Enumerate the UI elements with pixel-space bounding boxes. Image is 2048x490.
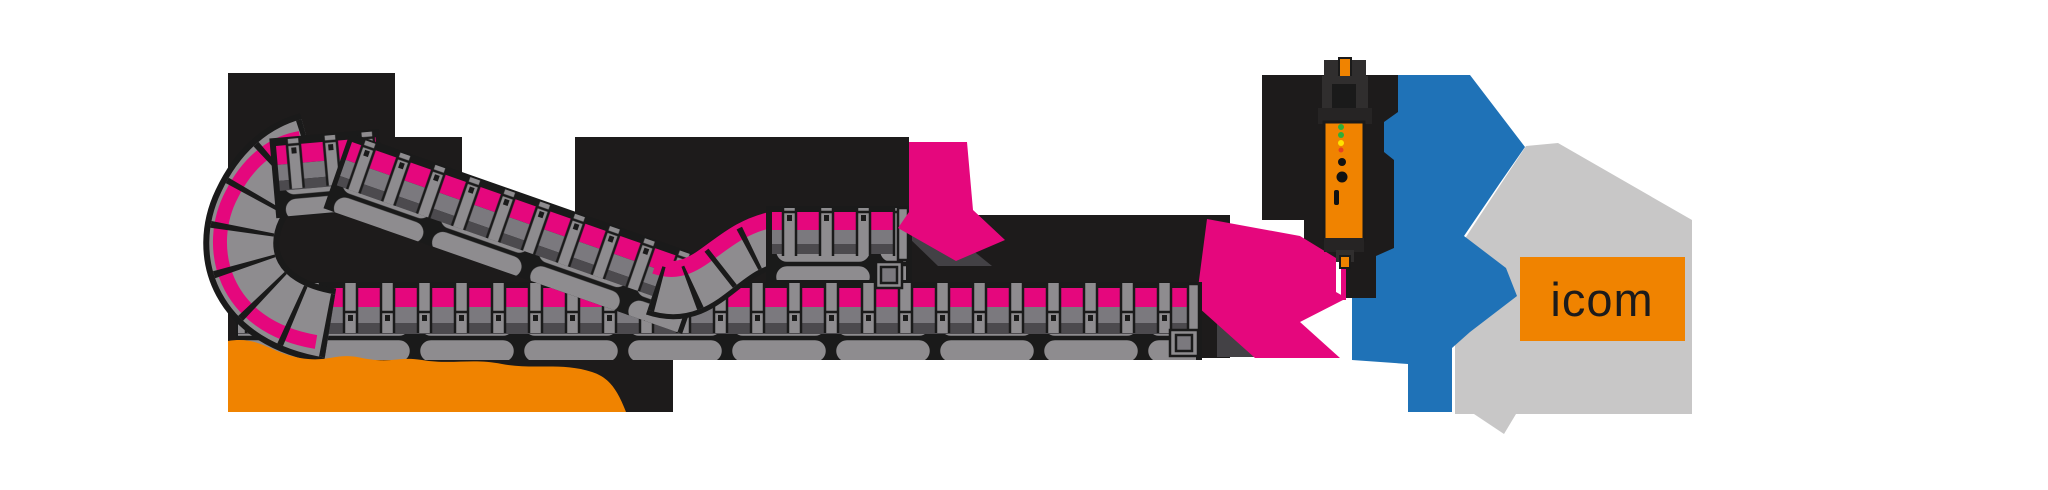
sensor-signal-line (1341, 258, 1346, 300)
module-slot (1334, 190, 1339, 205)
led-green-1 (1338, 124, 1344, 130)
icom-box-background (1520, 257, 1685, 341)
module-button-small (1338, 158, 1346, 166)
icom-label: icom (1550, 273, 1653, 326)
chain-upper-run (323, 132, 709, 334)
led-green-2 (1338, 132, 1344, 138)
energy-chain (203, 113, 1202, 364)
chain-moving-end (766, 206, 912, 290)
icee-monitoring-module (1318, 57, 1372, 269)
sensor-data-arrow-down-icon (898, 142, 1005, 261)
chain-s-bend (646, 211, 782, 320)
orange-swoosh (228, 340, 626, 412)
led-yellow (1338, 140, 1344, 146)
icom-box: icom (1520, 257, 1685, 341)
sensor-data-arrow-up-icon (1198, 219, 1346, 358)
led-indicators (1338, 124, 1344, 153)
wireless-blue-arrow-icon (1352, 75, 1525, 412)
led-red (1338, 147, 1344, 153)
module-button-large (1336, 171, 1348, 183)
